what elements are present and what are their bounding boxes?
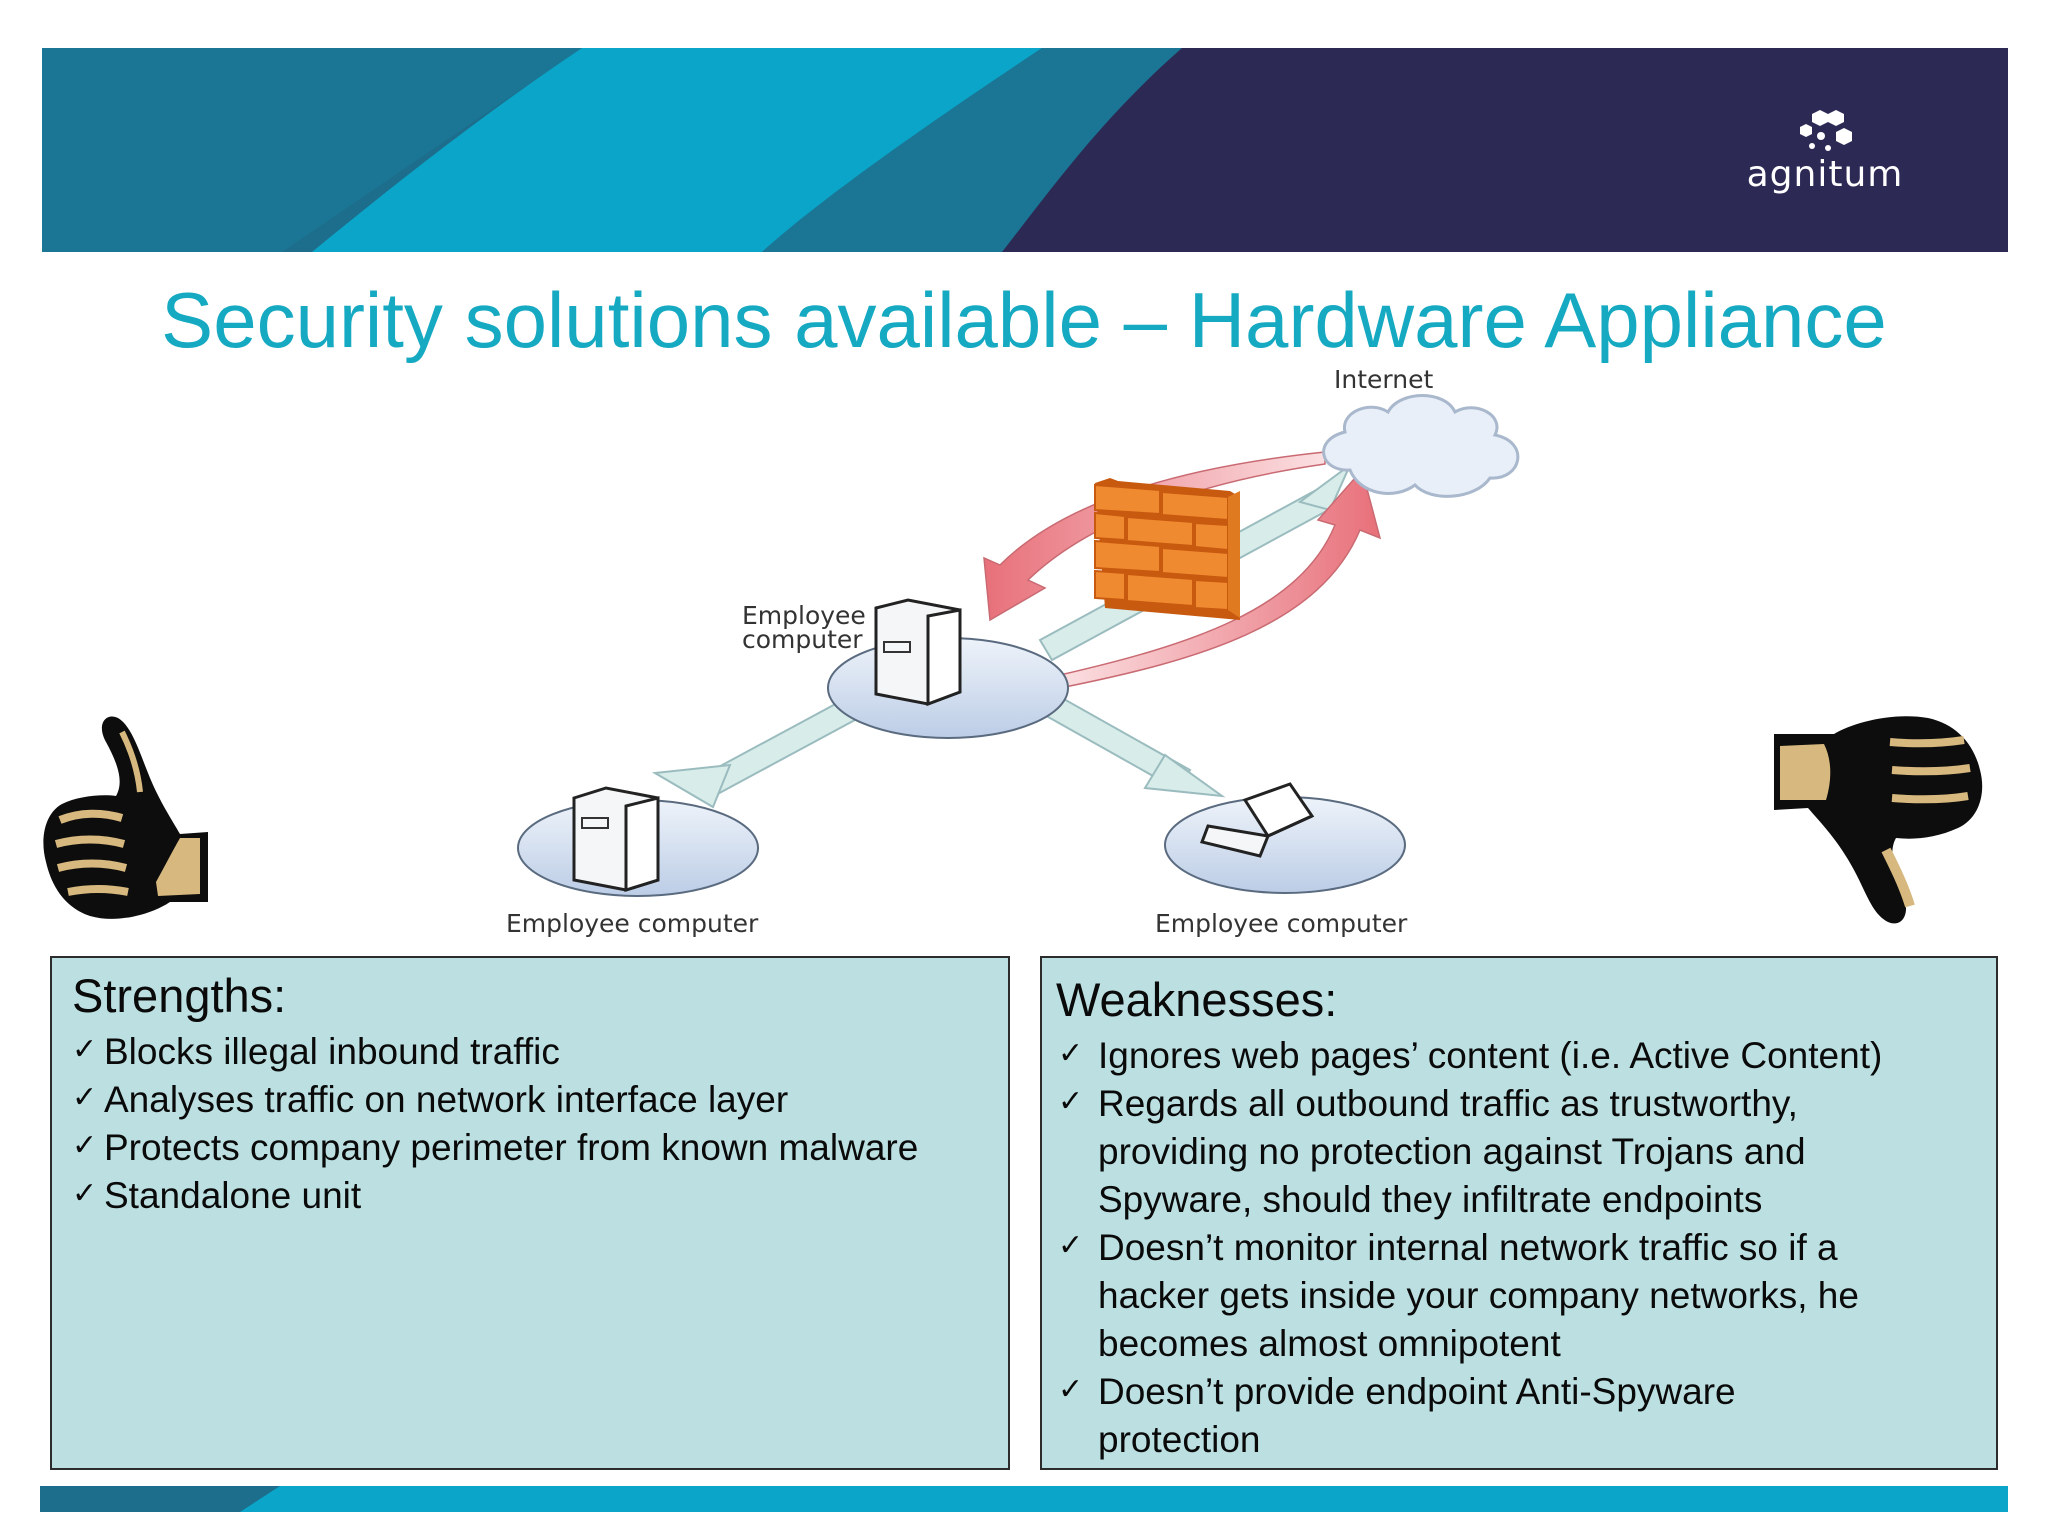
thumbs-up-icon <box>43 716 208 919</box>
weaknesses-heading: Weaknesses: <box>1056 973 1338 1026</box>
server-tower-icon <box>874 598 962 707</box>
check-icon: ✓ <box>72 1128 98 1163</box>
left-computer-label: Employee computer <box>506 909 759 938</box>
footer-banner <box>40 1486 2008 1512</box>
weaknesses-panel: Weaknesses: ✓ Ignores web pages’ content… <box>1040 956 1998 1470</box>
right-computer-node <box>1164 782 1406 894</box>
weakness-item: ✓ Regards all outbound traffic as trustw… <box>1058 1080 1986 1224</box>
strengths-list: ✓ Blocks illegal inbound traffic ✓ Analy… <box>72 1028 998 1220</box>
check-icon: ✓ <box>72 1176 98 1211</box>
thumbs-down-icon <box>1774 716 1983 924</box>
weakness-text: protection <box>1098 1419 1261 1460</box>
left-computer-node <box>517 786 759 897</box>
center-label-line2: computer <box>742 625 863 654</box>
weakness-text: Regards all outbound traffic as trustwor… <box>1098 1083 1798 1124</box>
brand-name: agnitum <box>1746 154 1904 195</box>
right-computer-label: Employee computer <box>1155 909 1408 938</box>
weakness-item: ✓ Ignores web pages’ content (i.e. Activ… <box>1058 1032 1986 1080</box>
check-icon: ✓ <box>1058 1084 1084 1119</box>
strength-item: ✓ Standalone unit <box>72 1172 998 1220</box>
strength-text: Analyses traffic on network interface la… <box>104 1079 789 1120</box>
cloud-icon <box>1322 394 1520 498</box>
check-icon: ✓ <box>1058 1036 1084 1071</box>
strength-text: Blocks illegal inbound traffic <box>104 1031 560 1072</box>
internet-label: Internet <box>1334 365 1434 394</box>
slide-title: Security solutions available – Hardware … <box>161 276 1887 364</box>
weakness-text: providing no protection against Trojans … <box>1098 1131 1806 1172</box>
agnitum-logo: agnitum <box>1730 108 1920 208</box>
weakness-item: ✓ Doesn’t monitor internal network traff… <box>1058 1224 1986 1368</box>
weaknesses-list: ✓ Ignores web pages’ content (i.e. Activ… <box>1058 1032 1986 1464</box>
strength-item: ✓ Analyses traffic on network interface … <box>72 1076 998 1124</box>
strength-item: ✓ Protects company perimeter from known … <box>72 1124 998 1172</box>
strength-text: Protects company perimeter from known ma… <box>104 1127 919 1168</box>
center-label-line1: Employee <box>742 601 866 630</box>
weakness-text: Spyware, should they infiltrate endpoint… <box>1098 1179 1763 1220</box>
laptop-icon <box>1200 782 1315 858</box>
center-computer-node <box>827 598 1069 739</box>
weakness-text: hacker gets inside your company networks… <box>1098 1275 1859 1316</box>
strengths-heading: Strengths: <box>72 969 287 1022</box>
check-icon: ✓ <box>1058 1228 1084 1263</box>
strengths-panel: Strengths: ✓ Blocks illegal inbound traf… <box>50 956 1010 1470</box>
weakness-item: ✓ Doesn’t provide endpoint Anti-Spyware … <box>1058 1368 1986 1464</box>
header-banner <box>42 48 2008 252</box>
weakness-text: Ignores web pages’ content (i.e. Active … <box>1098 1035 1883 1076</box>
check-icon: ✓ <box>72 1080 98 1115</box>
weakness-text: Doesn’t provide endpoint Anti-Spyware <box>1098 1371 1736 1412</box>
network-diagram: Internet Employee computer Employee comp… <box>500 360 1600 950</box>
network-diagram-graphic <box>517 394 1520 897</box>
check-icon: ✓ <box>1058 1372 1084 1407</box>
check-icon: ✓ <box>72 1032 98 1067</box>
agnitum-logo-mark-icon <box>1800 110 1852 151</box>
brick-wall-icon <box>1094 478 1240 620</box>
weakness-text: becomes almost omnipotent <box>1098 1323 1561 1364</box>
strength-item: ✓ Blocks illegal inbound traffic <box>72 1028 998 1076</box>
strength-text: Standalone unit <box>104 1175 362 1216</box>
weakness-text: Doesn’t monitor internal network traffic… <box>1098 1227 1838 1268</box>
server-tower-icon <box>572 786 660 893</box>
